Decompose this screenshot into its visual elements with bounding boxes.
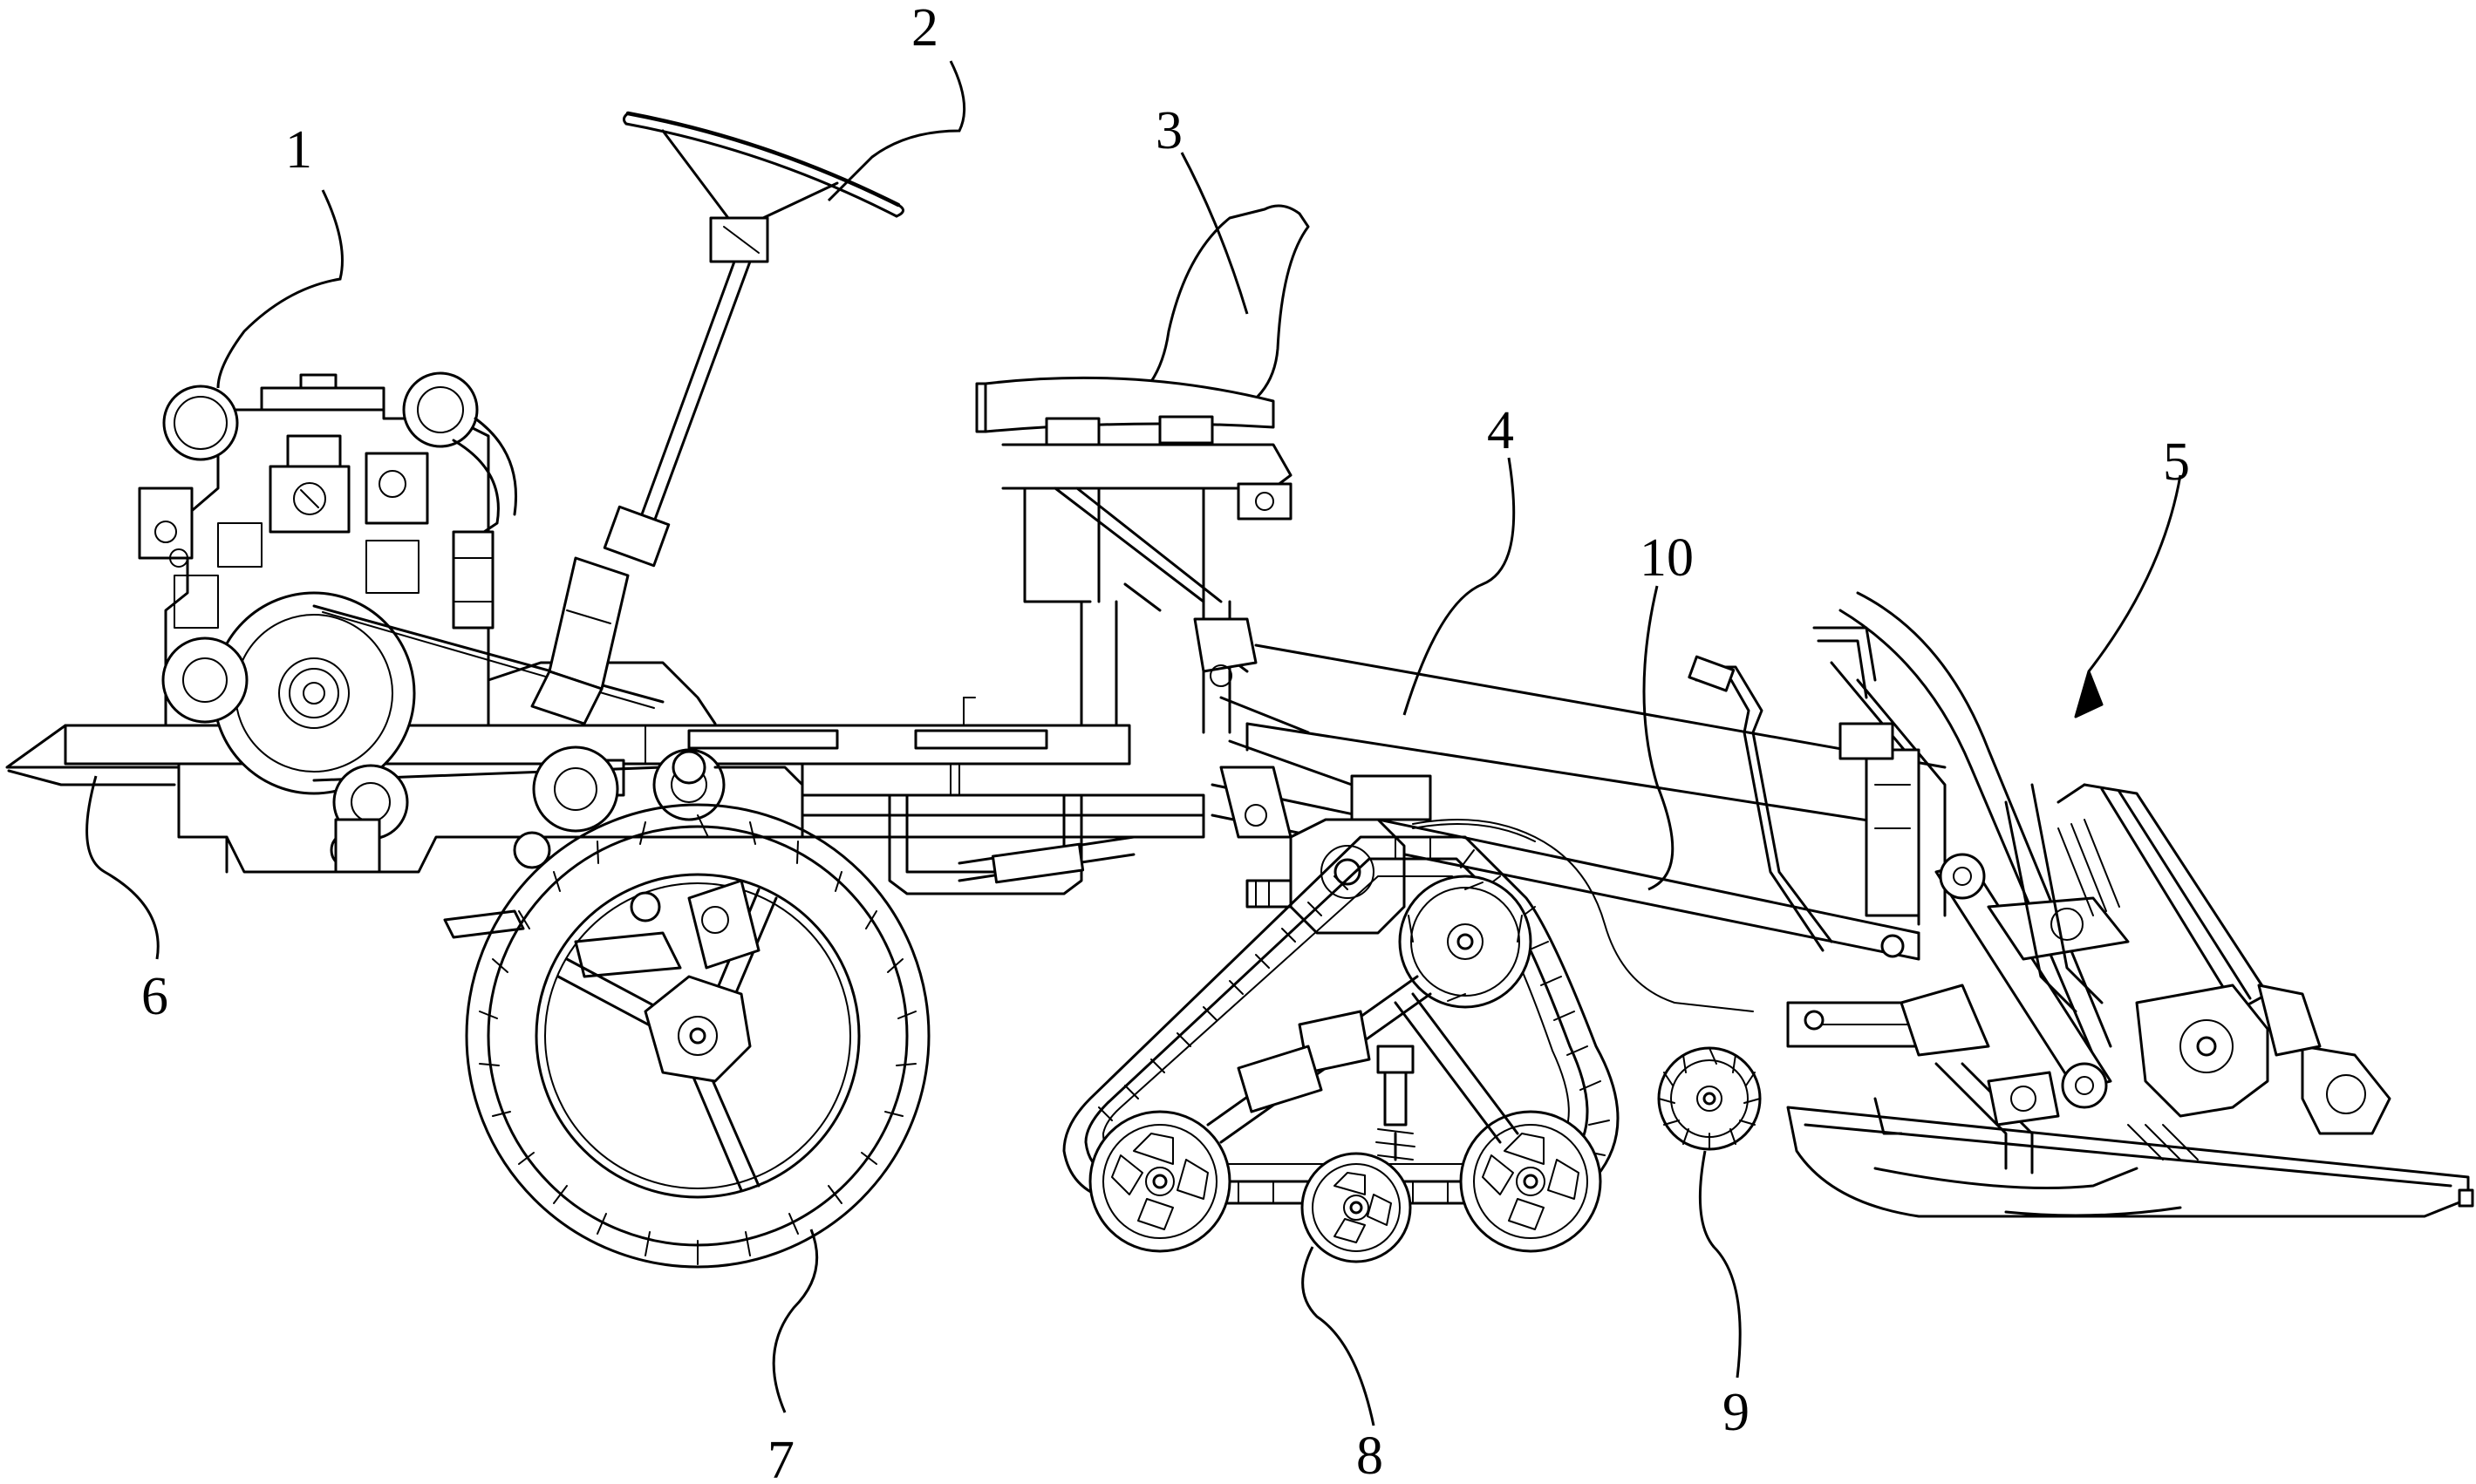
planting-mechanism bbox=[1689, 593, 2473, 1216]
crawler-track bbox=[1064, 820, 1618, 1262]
callout-label-9: 9 bbox=[1722, 1383, 1750, 1442]
callout-label-10: 10 bbox=[1640, 528, 1694, 588]
drive-wheel bbox=[467, 805, 929, 1267]
operator-seat bbox=[977, 206, 1308, 732]
leader-1 bbox=[218, 190, 343, 388]
callout-label-4: 4 bbox=[1487, 401, 1514, 460]
small-roller bbox=[1659, 1048, 1760, 1149]
leader-5 bbox=[2089, 475, 2180, 671]
callout-label-3: 3 bbox=[1156, 101, 1183, 160]
callout-label-1: 1 bbox=[285, 120, 312, 180]
callout-label-8: 8 bbox=[1356, 1426, 1383, 1484]
leader-8 bbox=[1303, 1247, 1374, 1426]
callout-label-2: 2 bbox=[911, 0, 938, 58]
track-road-wheels bbox=[1090, 1112, 1600, 1262]
callout-label-6: 6 bbox=[141, 967, 168, 1026]
callout-label-7: 7 bbox=[767, 1431, 795, 1484]
leader-2 bbox=[829, 61, 965, 201]
leader-9 bbox=[1700, 1151, 1740, 1378]
steering-wheel bbox=[532, 113, 904, 724]
leader-4 bbox=[1404, 458, 1514, 715]
callout-label-5: 5 bbox=[2163, 432, 2190, 492]
leader-6 bbox=[87, 776, 159, 959]
leader-10 bbox=[1644, 586, 1673, 889]
leader-7 bbox=[774, 1229, 817, 1413]
